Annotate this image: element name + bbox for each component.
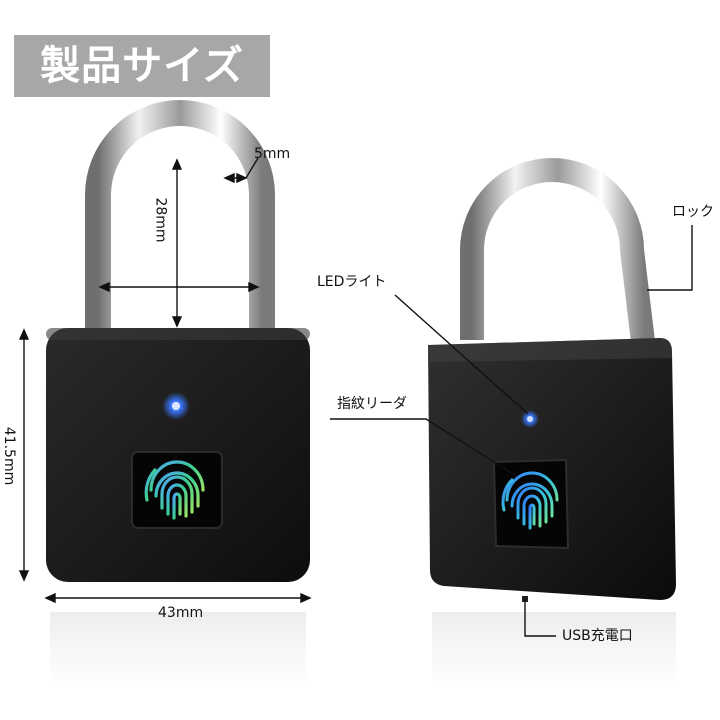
left-dimension-lines xyxy=(18,157,312,604)
body-width-label: 43mm xyxy=(158,605,204,621)
fingerprint-icon xyxy=(144,460,205,520)
left-lock xyxy=(46,100,310,686)
fingerprint-reader-callout: 指紋リーダ xyxy=(337,396,407,412)
page-title: 製品サイズ xyxy=(14,35,270,97)
led-callout: LEDライト xyxy=(317,274,387,290)
usb-port-callout: USB充電口 xyxy=(562,628,633,644)
shackle-height-label: 28mm xyxy=(152,197,169,243)
right-lock xyxy=(428,158,676,686)
fingerprint-icon xyxy=(501,471,559,530)
right-callout-lines xyxy=(330,225,693,637)
body-height-label: 41.5mm xyxy=(1,426,18,486)
right-shackle xyxy=(460,158,656,352)
shackle-thickness-label: 5mm xyxy=(254,146,291,162)
left-shackle xyxy=(85,100,275,332)
lock-callout: ロック xyxy=(672,204,714,220)
